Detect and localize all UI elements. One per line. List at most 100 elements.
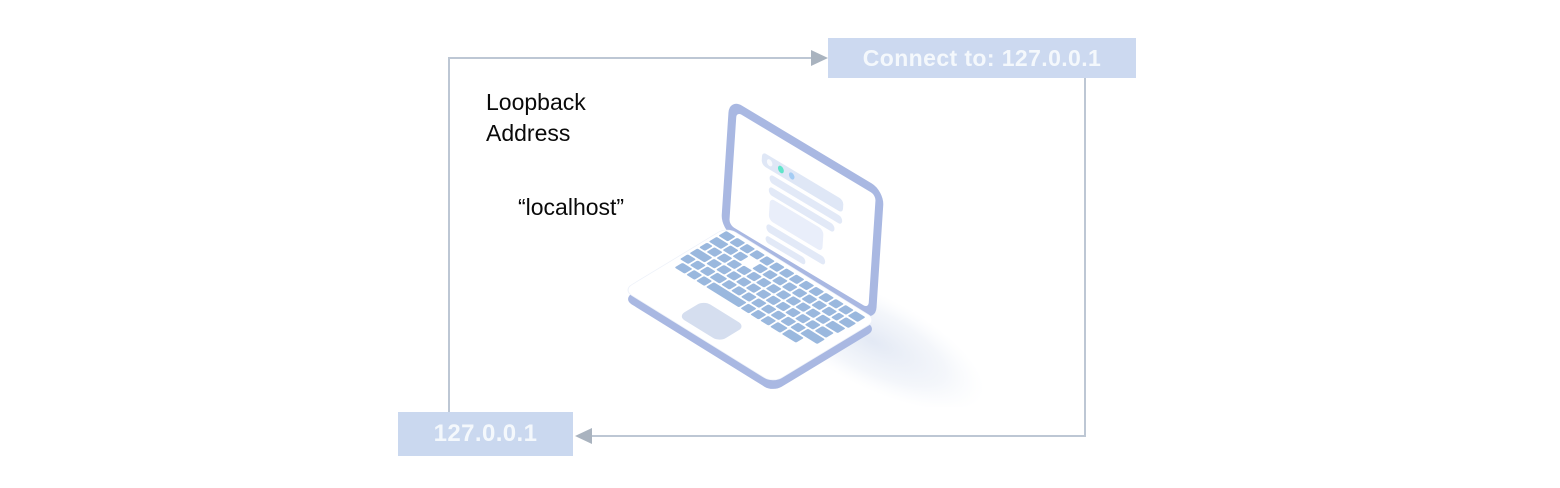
- keyboard-key: [795, 314, 811, 324]
- keyboard-key: [706, 282, 747, 307]
- keyboard-key: [726, 259, 742, 269]
- keyboard-key: [749, 250, 765, 260]
- loop-line-left: [448, 58, 450, 412]
- keyboard-key: [733, 251, 748, 261]
- screen-content-bar: [766, 224, 826, 265]
- keyboard-key: [756, 289, 771, 299]
- keyboard-key: [739, 244, 755, 254]
- keyboard-key: [751, 310, 766, 320]
- keyboard-key: [751, 298, 767, 308]
- keyboard-key: [746, 272, 762, 282]
- keyboard-key: [761, 304, 777, 314]
- keyboard-key: [736, 265, 752, 275]
- keyboard-key: [786, 296, 801, 306]
- keyboard-key: [719, 231, 735, 242]
- keyboard-key: [802, 294, 817, 304]
- keyboard-key: [821, 306, 837, 316]
- connect-to-box: Connect to: 127.0.0.1: [828, 38, 1136, 78]
- loop-line-right: [1084, 78, 1086, 436]
- keyboard-key: [736, 277, 752, 287]
- loopback-address-line2: Address: [486, 120, 571, 146]
- keyboard-key: [675, 263, 692, 274]
- toolbar-dot-blue-icon: [788, 172, 795, 180]
- keyboard-key: [686, 270, 702, 280]
- loopback-ip-box-label: 127.0.0.1: [433, 420, 538, 447]
- keyboard-key: [805, 308, 821, 318]
- keyboard-key: [815, 326, 834, 338]
- laptop-base: [627, 229, 873, 381]
- keyboard-key: [759, 256, 775, 266]
- keyboard-key: [828, 299, 844, 309]
- keyboard-key: [696, 276, 712, 286]
- keyboard-key: [782, 282, 798, 292]
- keyboard-key: [726, 271, 742, 281]
- keyboard-key: [680, 254, 696, 264]
- keyboard-key: [731, 286, 747, 296]
- screen-content-bar: [768, 187, 835, 232]
- laptop-keyboard: [675, 231, 865, 344]
- keyboard-key: [808, 287, 824, 297]
- keyboard-key: [831, 312, 844, 321]
- keyboard-key: [690, 248, 712, 263]
- loopback-address-label: Loopback Address: [486, 87, 586, 149]
- keyboard-key: [762, 270, 778, 280]
- keyboard-key: [795, 302, 811, 312]
- keyboard-key: [815, 314, 831, 324]
- keyboard-key: [710, 272, 727, 284]
- keyboard-key: [729, 238, 745, 248]
- keyboard-key: [780, 316, 796, 326]
- keyboard-key: [782, 329, 804, 343]
- keyboard-key: [699, 242, 713, 251]
- laptop-touchpad: [681, 302, 742, 340]
- keyboard-key: [805, 320, 821, 330]
- keyboard-key: [779, 268, 795, 278]
- keyboard-key: [700, 266, 716, 276]
- keyboard-key: [752, 264, 768, 274]
- loopback-address-line1: Loopback: [486, 89, 586, 115]
- keyboard-key: [721, 280, 737, 290]
- keyboard-key: [839, 317, 856, 328]
- keyboard-key: [723, 245, 738, 255]
- keyboard-key: [789, 274, 804, 284]
- keyboard-key: [770, 322, 788, 333]
- keyboard-key: [838, 305, 854, 315]
- keyboard-key: [792, 288, 807, 298]
- keyboard-key: [746, 283, 762, 293]
- keyboard-key: [790, 322, 806, 333]
- keyboard-key: [776, 290, 791, 300]
- keyboard-key: [825, 320, 845, 333]
- keyboard-key: [798, 280, 814, 290]
- loop-line-bottom: [591, 435, 1086, 437]
- arrowhead-right-icon: [811, 50, 828, 66]
- keyboard-key: [706, 259, 722, 269]
- keyboard-key: [707, 247, 722, 257]
- toolbar-dot-teal-icon: [777, 165, 784, 174]
- loopback-ip-box: 127.0.0.1: [398, 412, 573, 456]
- keyboard-key: [800, 329, 825, 344]
- keyboard-key: [785, 308, 801, 318]
- laptop-lid: [721, 103, 884, 317]
- keyboard-key: [741, 303, 756, 314]
- keyboard-key: [690, 260, 706, 270]
- keyboard-key: [818, 293, 834, 303]
- keyboard-key: [811, 300, 827, 310]
- screen-content-panel: [768, 199, 824, 250]
- localhost-label: “localhost”: [518, 194, 625, 220]
- keyboard-key: [766, 284, 782, 294]
- keyboard-key: [769, 262, 785, 272]
- connect-to-box-label: Connect to: 127.0.0.1: [862, 44, 1102, 71]
- keyboard-key: [848, 311, 865, 322]
- laptop-illustration: [627, 103, 985, 407]
- keyboard-key: [766, 295, 781, 305]
- screen-content-bar: [769, 175, 843, 224]
- screen-content-bar: [765, 236, 806, 265]
- keyboard-key: [775, 301, 791, 311]
- keyboard-key: [717, 253, 732, 263]
- toolbar-dot-white-icon: [766, 159, 773, 167]
- keyboard-key: [709, 237, 729, 249]
- keyboard-key: [756, 278, 772, 288]
- arrowhead-left-icon: [575, 428, 592, 444]
- keyboard-key: [771, 310, 786, 320]
- keyboard-key: [760, 316, 776, 326]
